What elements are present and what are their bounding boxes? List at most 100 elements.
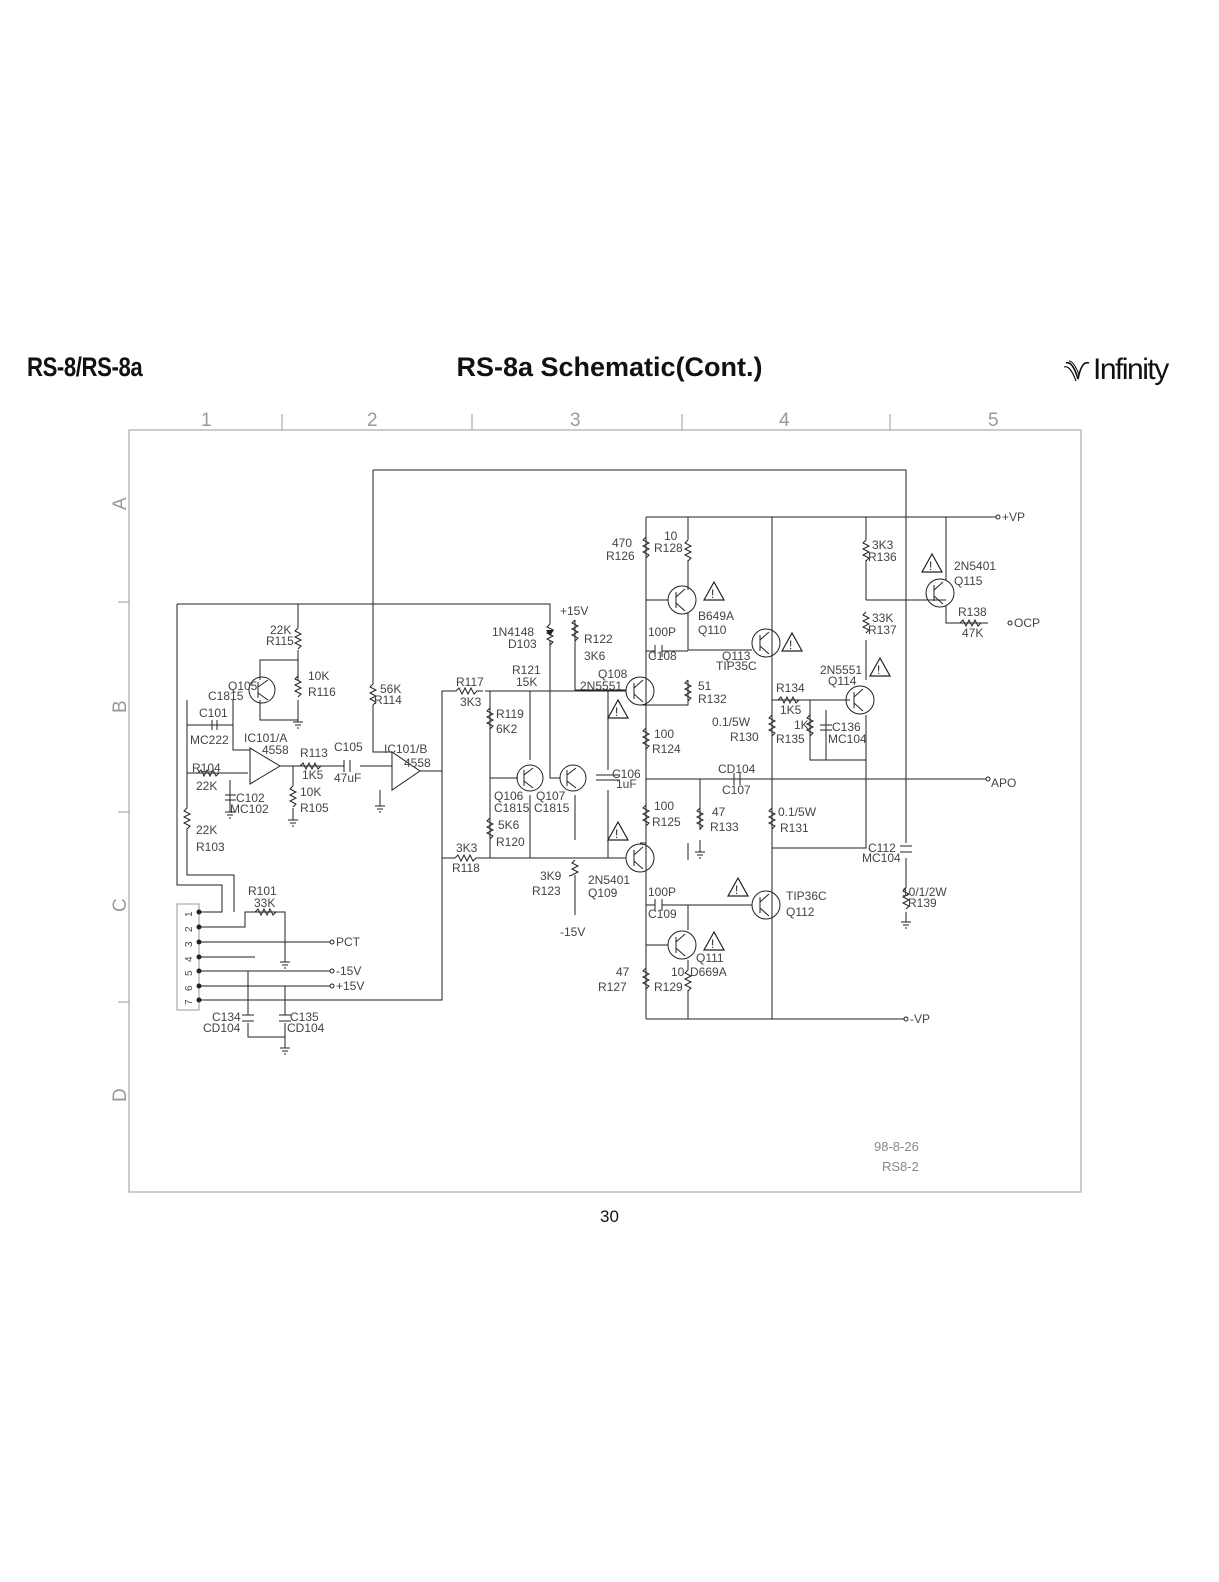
c101-type: MC222 bbox=[190, 733, 229, 747]
r127-value: 47 bbox=[616, 965, 630, 979]
c106-label: C106 bbox=[612, 767, 641, 781]
q109-label: Q109 bbox=[588, 886, 618, 900]
r103-label: R103 bbox=[196, 840, 225, 854]
apo-label: APO bbox=[991, 776, 1016, 790]
c134-capacitor bbox=[242, 1014, 254, 1022]
r135-label: R135 bbox=[776, 732, 805, 746]
q111-transistor bbox=[667, 930, 697, 960]
c105-label: C105 bbox=[334, 740, 363, 754]
r105-label: R105 bbox=[300, 801, 329, 815]
r113-label: R113 bbox=[300, 746, 328, 760]
grid-col-2: 2 bbox=[367, 410, 378, 431]
grid-col-3: 3 bbox=[570, 410, 581, 431]
vp-neg-label: -VP bbox=[910, 1012, 930, 1026]
conn-pin-4: 4 bbox=[184, 956, 195, 962]
conn-pin-7: 7 bbox=[184, 999, 195, 1005]
ic101a-label: IC101/A bbox=[244, 731, 287, 745]
r115-value: 22K bbox=[270, 623, 291, 637]
c134-label: C134 bbox=[212, 1010, 241, 1024]
q114-transistor bbox=[845, 685, 875, 715]
q109-type: 2N5401 bbox=[588, 873, 630, 887]
svg-text:!: ! bbox=[615, 827, 618, 841]
q112-type: TIP36C bbox=[786, 889, 827, 903]
r105-resistor bbox=[288, 785, 298, 808]
r104-label: R104 bbox=[192, 761, 221, 775]
m15v-bot-label: -15V bbox=[560, 925, 585, 939]
q113-type: TIP35C bbox=[716, 659, 757, 673]
m15v-label: -15V bbox=[336, 964, 361, 978]
svg-text:!: ! bbox=[877, 663, 880, 677]
svg-text:!: ! bbox=[789, 638, 792, 652]
c108-capacitor bbox=[654, 645, 663, 657]
c108-label: C108 bbox=[648, 649, 677, 663]
d103-type: 1N4148 bbox=[492, 625, 534, 639]
c136-type: MC104 bbox=[828, 732, 867, 746]
ocp-label: OCP bbox=[1014, 616, 1040, 630]
c108-value: 100P bbox=[648, 625, 676, 639]
q110-label: Q110 bbox=[698, 623, 727, 637]
r113-value: 1K5 bbox=[302, 768, 324, 782]
q110-transistor bbox=[667, 585, 697, 615]
r103-resistor bbox=[182, 807, 192, 855]
q114-label: Q114 bbox=[828, 674, 857, 688]
r130-resistor bbox=[767, 714, 777, 737]
c135-capacitor bbox=[279, 1014, 291, 1022]
r137-value: 33K bbox=[872, 611, 893, 625]
apo-terminal bbox=[985, 776, 991, 782]
r101-label: R101 bbox=[248, 884, 277, 898]
c107-capacitor bbox=[733, 773, 741, 785]
q111-label: Q111 bbox=[696, 951, 724, 965]
grid-col-5: 5 bbox=[988, 410, 999, 431]
r128-label: R128 bbox=[654, 541, 683, 555]
r126-resistor bbox=[641, 536, 651, 559]
r133-resistor bbox=[695, 807, 705, 830]
q112-label: Q112 bbox=[786, 905, 815, 919]
conn-pin-3: 3 bbox=[184, 941, 195, 947]
c106-capacitor bbox=[596, 774, 620, 781]
d103-diode bbox=[546, 630, 554, 636]
c109-label: C109 bbox=[648, 907, 677, 921]
q112-transistor bbox=[751, 890, 781, 920]
warning-icon: ! bbox=[868, 656, 892, 677]
warning-icon: ! bbox=[920, 552, 944, 573]
r116-label: R116 bbox=[308, 685, 336, 699]
r139-label: R139 bbox=[908, 896, 937, 910]
r119-value: 6K2 bbox=[496, 722, 518, 736]
r103-value: 22K bbox=[196, 823, 217, 837]
pct-label: PCT bbox=[336, 935, 361, 949]
c136-capacitor bbox=[820, 724, 832, 731]
r126-label: R126 bbox=[606, 549, 635, 563]
d103-label: D103 bbox=[508, 637, 537, 651]
r133-value: 47 bbox=[712, 805, 726, 819]
ocp-terminal bbox=[1007, 620, 1013, 626]
r120-label: R120 bbox=[496, 835, 525, 849]
c102-capacitor bbox=[225, 794, 236, 801]
q114-type: 2N5551 bbox=[820, 663, 862, 677]
r129-label: R129 bbox=[654, 980, 683, 994]
r117-label: R117 bbox=[456, 675, 484, 689]
q108-transistor bbox=[625, 676, 655, 706]
drawing-frame bbox=[128, 429, 1082, 1193]
c109-value: 100P bbox=[648, 885, 676, 899]
svg-text:!: ! bbox=[711, 587, 714, 601]
r129-resistor bbox=[683, 969, 693, 992]
r134-resistor bbox=[777, 695, 800, 705]
c107-label: C107 bbox=[722, 783, 751, 797]
r121-label: R121 bbox=[512, 663, 541, 677]
r132-value: 51 bbox=[698, 679, 712, 693]
r128-resistor bbox=[683, 539, 693, 562]
svg-text:!: ! bbox=[711, 937, 714, 951]
p15v-terminal bbox=[329, 983, 335, 989]
r114-label: R114 bbox=[374, 693, 402, 707]
r136-label: R136 bbox=[868, 550, 897, 564]
r125-label: R125 bbox=[652, 815, 681, 829]
r135-resistor bbox=[805, 714, 815, 737]
r135-value: 1K bbox=[794, 718, 809, 732]
grid-col-4: 4 bbox=[779, 410, 790, 431]
q105-transistor bbox=[248, 676, 276, 704]
r138-value: 47K bbox=[962, 626, 983, 640]
r118-label: R118 bbox=[452, 861, 480, 875]
r130-value: 0.1/5W bbox=[712, 715, 751, 729]
r139-resistor bbox=[901, 887, 911, 910]
